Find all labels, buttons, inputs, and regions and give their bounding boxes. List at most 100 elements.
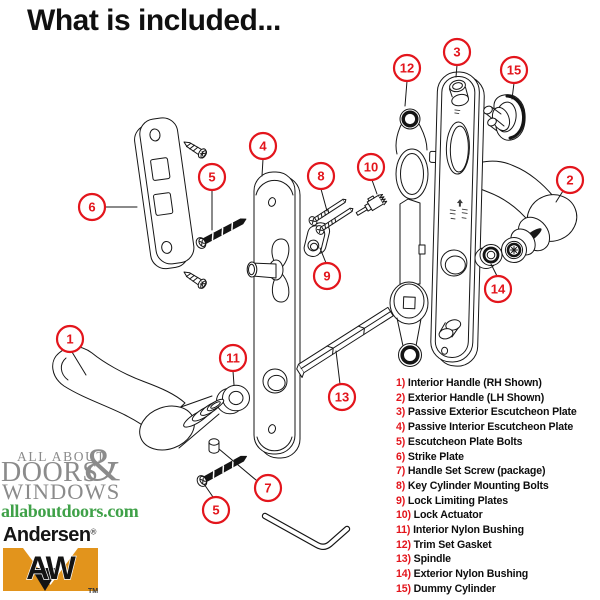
callout-number-13: 13	[335, 390, 349, 405]
aad-logo-line3: WINDOWS	[2, 479, 121, 504]
lock-actuator-drawing	[355, 193, 388, 216]
callout-circle-7	[253, 473, 283, 503]
callout-leader-line	[490, 263, 498, 277]
part-label: Exterior Handle (LH Shown)	[405, 391, 545, 404]
callout-leader-line	[232, 370, 235, 386]
callout-leader-line	[404, 80, 408, 107]
aad-logo-url: allaboutdoors.com	[1, 501, 139, 521]
part-number: 2)	[396, 391, 406, 404]
callout-number-3: 3	[453, 45, 460, 60]
callout-circle-4	[248, 131, 278, 161]
escutcheon-bolt-bottom	[194, 450, 251, 489]
callout-number-5: 5	[212, 503, 219, 518]
part-number: 15)	[396, 582, 411, 595]
part-number: 13)	[396, 553, 411, 566]
callout-circle-15	[499, 55, 529, 85]
part-number: 10)	[396, 509, 411, 522]
callout-number-9: 9	[323, 269, 330, 284]
all-about-doors-windows-logo: ALL ABOUT & DOORS WINDOWS allaboutdoors.…	[0, 439, 150, 526]
strike-plate-drawing	[134, 117, 195, 270]
aw-mark-center-black-triangle	[31, 568, 59, 591]
part-label: Passive Interior Escutcheon Plate	[405, 421, 574, 434]
part-label: Interior Handle (RH Shown)	[405, 377, 542, 389]
part-number: 6)	[396, 450, 406, 463]
part-label: Handle Set Screw (package)	[405, 465, 546, 478]
callout-number-6: 6	[88, 200, 95, 215]
callout-leader-line	[371, 179, 378, 195]
strike-screw-bottom	[180, 267, 209, 291]
passive-lock-body-drawing	[389, 198, 429, 367]
callout-leader-line	[218, 448, 257, 481]
page-title: What is included...	[27, 4, 281, 37]
part-number: 4)	[396, 421, 406, 434]
handle-set-screw-drawing	[208, 438, 220, 454]
interior-handle-drawing	[52, 346, 225, 451]
callout-leader-line	[335, 350, 341, 385]
aad-logo-ampersand: &	[84, 439, 121, 491]
exterior-handle-base-drawing	[501, 194, 578, 263]
callout-leader-line	[511, 82, 515, 100]
andersen-logo: Andersen® AW TM	[3, 524, 113, 595]
callout-number-2: 2	[566, 173, 573, 188]
callout-circle-5	[201, 495, 231, 525]
parts-list-item: 1) Interior Handle (RH Shown)	[396, 376, 600, 391]
part-number: 8)	[396, 479, 406, 492]
part-label: Lock Limiting Plates	[405, 494, 508, 507]
dummy-cylinder-drawing	[483, 94, 526, 141]
part-label: Passive Exterior Escutcheon Plate	[405, 406, 577, 419]
registered-mark: ®	[90, 527, 97, 537]
parts-list-item: 11) Interior Nylon Bushing	[396, 523, 600, 538]
callout-circle-10	[356, 152, 386, 182]
spindle-drawing	[296, 306, 394, 378]
strike-screw-top	[180, 137, 209, 161]
callout-number-1: 1	[66, 332, 73, 347]
callout-circle-13	[327, 382, 357, 412]
parts-list: 1) Interior Handle (RH Shown)2) Exterior…	[396, 376, 600, 597]
callout-number-12: 12	[400, 61, 414, 76]
callout-circle-14	[483, 274, 513, 304]
parts-list-item: 7) Handle Set Screw (package)	[396, 464, 600, 479]
callout-number-7: 7	[264, 481, 271, 496]
callout-leader-line	[320, 188, 328, 212]
callout-number-5: 5	[208, 170, 215, 185]
aw-mark-right-orange-triangle	[46, 548, 98, 591]
callout-circle-9	[312, 261, 342, 291]
part-number: 12)	[396, 538, 411, 551]
parts-list-item: 2) Exterior Handle (LH Shown)	[396, 391, 600, 406]
aad-logo-line1: ALL ABOUT	[17, 449, 107, 464]
trim-set-gasket-drawing	[395, 108, 429, 200]
parts-list-item: 8) Key Cylinder Mounting Bolts	[396, 479, 600, 494]
parts-list-item: 4) Passive Interior Escutcheon Plate	[396, 420, 600, 435]
parts-list-item: 5) Escutcheon Plate Bolts	[396, 435, 600, 450]
callout-circle-5	[197, 162, 227, 192]
callout-leader-line	[261, 158, 264, 177]
parts-list-item: 13) Spindle	[396, 552, 600, 567]
callout-circle-2	[555, 165, 585, 195]
parts-list-item: 3) Passive Exterior Escutcheon Plate	[396, 405, 600, 420]
parts-list-item: 6) Strike Plate	[396, 450, 600, 465]
parts-list-item: 9) Lock Limiting Plates	[396, 494, 600, 509]
part-label: Dummy Cylinder	[410, 582, 496, 595]
andersen-logo-name: Andersen	[3, 524, 91, 546]
callout-circle-6	[77, 192, 107, 222]
callout-circle-8	[306, 161, 336, 191]
parts-list-item: 10) Lock Actuator	[396, 508, 600, 523]
exterior-bushing-drawing	[474, 244, 503, 269]
callout-leader-line	[203, 483, 214, 498]
part-number: 1)	[396, 377, 406, 389]
part-label: Key Cylinder Mounting Bolts	[405, 479, 549, 492]
part-label: Escutcheon Plate Bolts	[405, 435, 523, 448]
part-number: 11)	[396, 524, 411, 537]
callout-number-14: 14	[491, 282, 506, 297]
callout-number-8: 8	[317, 169, 324, 184]
part-label: Exterior Nylon Bushing	[410, 568, 529, 581]
part-label: Spindle	[410, 553, 451, 566]
parts-list-item: 14) Exterior Nylon Bushing	[396, 567, 600, 582]
exterior-escutcheon-plate-drawing	[429, 71, 485, 367]
part-number: 7)	[396, 465, 406, 478]
escutcheon-bolt-top	[193, 213, 250, 251]
part-number: 14)	[396, 568, 411, 581]
callout-circle-12	[392, 53, 422, 83]
